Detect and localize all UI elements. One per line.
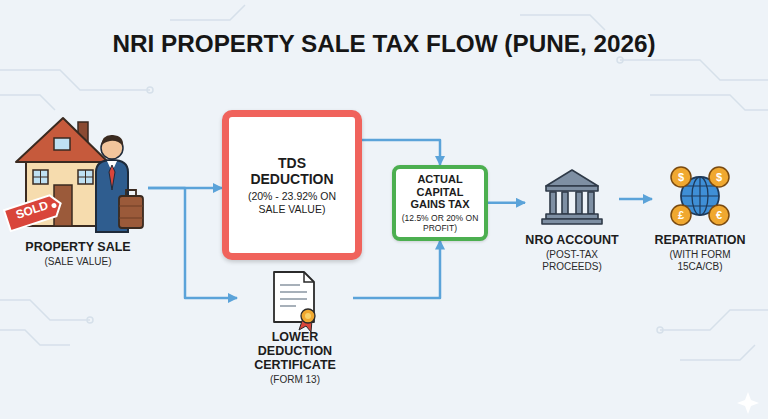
node-detail: (20% - 23.92% ON SALE VALUE)	[237, 190, 347, 216]
tds-box: TDS DEDUCTION (20% - 23.92% ON SALE VALUE…	[222, 110, 362, 260]
node-detail: (FORM 13)	[270, 374, 320, 386]
node-heading: TDS DEDUCTION	[237, 155, 347, 187]
node-heading: LOWER DEDUCTION CERTIFICATE	[237, 330, 353, 372]
currency-symbol: $	[671, 169, 691, 185]
sold-tag	[4, 193, 64, 231]
node-detail: (WITH FORM 15CA/CB)	[652, 249, 748, 273]
node-heading: NRO ACCOUNT	[525, 233, 618, 247]
globe-icon	[671, 167, 729, 225]
bank-icon	[542, 170, 602, 224]
certificate-node: LOWER DEDUCTION CERTIFICATE (FORM 13)	[237, 268, 353, 386]
circuit-decoration	[0, 5, 768, 360]
node-heading: REPATRIATION	[655, 233, 746, 247]
account-node: NRO ACCOUNT (POST-TAX PROCEEDS)	[525, 165, 619, 273]
diagram-title: NRI PROPERTY SALE TAX FLOW (PUNE, 2026)	[0, 28, 768, 60]
person-icon	[96, 135, 143, 232]
node-detail: (SALE VALUE)	[44, 256, 111, 268]
flow-arrow	[362, 140, 440, 165]
gains-box: ACTUAL CAPITAL GAINS TAX(12.5% OR 20% ON…	[392, 165, 488, 241]
repatriation-node: REPATRIATION (WITH FORM 15CA/CB)	[652, 165, 748, 273]
node-heading: PROPERTY SALE	[25, 240, 130, 254]
flow-arrow	[619, 198, 652, 201]
sparkle-mark	[737, 392, 759, 414]
currency-symbol: €	[709, 207, 729, 223]
flow-arrow	[353, 241, 440, 299]
currency-symbol: $	[709, 169, 729, 185]
sale-node: PROPERTY SALE (SALE VALUE)	[8, 118, 148, 268]
node-detail: (12.5% OR 20% ON PROFIT)	[400, 213, 480, 233]
node-heading: ACTUAL CAPITAL GAINS TAX	[400, 173, 480, 211]
currency-symbol: £	[671, 207, 691, 223]
flow-arrow	[488, 202, 525, 205]
certificate-icon	[274, 272, 315, 332]
node-detail: (POST-TAX PROCEEDS)	[525, 249, 619, 273]
